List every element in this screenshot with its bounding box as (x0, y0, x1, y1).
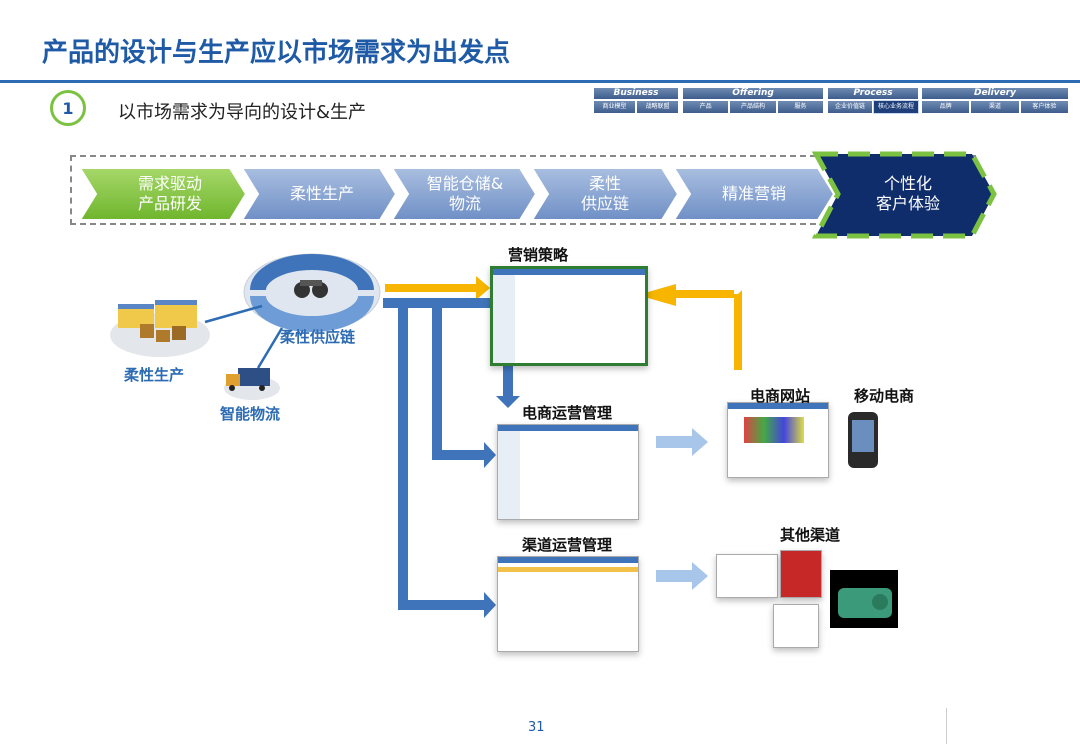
flow-step-1: 需求驱动 产品研发 (137, 174, 202, 213)
connector-factory (204, 304, 263, 324)
nav-group-delivery: Delivery 品牌 渠道 客户体验 (922, 88, 1068, 116)
nav-head-business[interactable]: Business (594, 88, 678, 99)
other-channels-label: 其他渠道 (780, 526, 841, 544)
nav-item-alliance[interactable]: 战略联盟 (637, 101, 678, 113)
logistics-label: 智能物流 (220, 405, 281, 423)
ecommerce-ops-screenshot (497, 424, 639, 520)
mobile-ecommerce-label: 移动电商 (854, 387, 915, 405)
mobile-phone-icon (848, 412, 878, 468)
supply-chain-ring (243, 253, 381, 332)
ecommerce-ops-label: 电商运营管理 (522, 404, 613, 422)
light-arrow-channels (656, 562, 708, 590)
marketing-flow-diagram (110, 253, 898, 628)
section-number-badge: 1 (50, 90, 86, 126)
marketing-strategy-label: 营销策略 (508, 246, 569, 264)
nav-head-process[interactable]: Process (828, 88, 918, 99)
nav-item-service[interactable]: 服务 (777, 101, 823, 113)
ecommerce-website-screenshot (727, 402, 829, 478)
section-subtitle: 以市场需求为导向的设计&生产 (118, 102, 367, 123)
page-number: 31 (528, 720, 545, 735)
nav-group-offering: Offering 产品 产品结构 服务 (683, 88, 823, 116)
production-label: 柔性生产 (124, 366, 185, 384)
flow-chevron-4 (530, 167, 680, 221)
factory-icon (110, 300, 210, 357)
title-divider (0, 80, 1080, 83)
flow-step-6: 个性化 客户体验 (875, 174, 940, 213)
nav-group-business: Business 商业模型 战略联盟 (594, 88, 678, 116)
channel-ops-screenshot (497, 556, 639, 652)
flow-step-3: 智能仓储& 物流 (426, 174, 504, 213)
truck-icon (224, 368, 280, 400)
nav-item-customer-experience[interactable]: 客户体验 (1020, 101, 1068, 113)
nav-item-product[interactable]: 产品 (683, 101, 729, 113)
nav-item-channel[interactable]: 渠道 (971, 101, 1019, 113)
nav-head-delivery[interactable]: Delivery (922, 88, 1068, 99)
page-title: 产品的设计与生产应以市场需求为出发点 (42, 38, 511, 68)
nav-item-core-process[interactable]: 核心业务流程 (873, 100, 919, 114)
document-thumbnail (773, 604, 819, 648)
connector-truck (256, 327, 284, 369)
footer-divider (946, 708, 947, 744)
process-flow-frame (70, 155, 976, 225)
nav-item-brand[interactable]: 品牌 (922, 101, 970, 113)
yellow-arrows (385, 276, 742, 370)
supply-chain-label: 柔性供应链 (280, 328, 356, 346)
flow-chevron-1 (78, 167, 248, 221)
nav-item-value-chain[interactable]: 企业价值链 (828, 101, 872, 113)
radio-icon (830, 570, 898, 628)
flow-step-4: 柔性 供应链 (580, 174, 629, 213)
nav-item-product-structure[interactable]: 产品结构 (730, 101, 776, 113)
flow-chevron-5 (672, 167, 836, 221)
marketing-strategy-screenshot (490, 266, 648, 366)
flow-chevron-2 (240, 167, 398, 221)
nav-group-process: Process 企业价值链 核心业务流程 (828, 88, 919, 116)
flow-chevron-3 (390, 167, 538, 221)
light-arrow-ecommerce (656, 428, 708, 456)
flow-step-2: 柔性生产 (289, 184, 354, 203)
flow-step-5: 精准营销 (721, 184, 786, 203)
nav-head-offering[interactable]: Offering (683, 88, 823, 99)
process-flow-chevrons (78, 151, 997, 239)
ecommerce-site-label: 电商网站 (750, 387, 811, 405)
flow-chevron-6 (811, 151, 997, 239)
blue-arrows (383, 298, 520, 618)
newspaper-thumbnail (716, 554, 778, 598)
nav-item-business-model[interactable]: 商业模型 (594, 101, 635, 113)
channel-ops-label: 渠道运营管理 (522, 536, 613, 554)
magazine-thumbnail (780, 550, 822, 598)
